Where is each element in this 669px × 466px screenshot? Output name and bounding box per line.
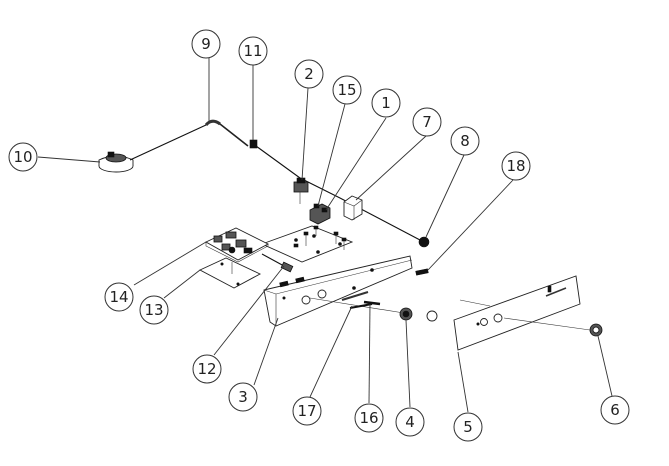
leader-lines [37,58,613,413]
balloon-label: 15 [337,81,356,99]
balloon-3: 3 [228,382,258,412]
part-18-screw [415,268,429,276]
screws [293,225,347,250]
part-11-connector [249,139,258,149]
balloon-11: 11 [238,36,268,66]
part-15-relay [309,203,331,225]
part-2-sensor [293,177,309,204]
balloon-6: 6 [600,395,630,425]
balloon-label: 5 [463,418,473,436]
balloon-13: 13 [139,295,169,325]
balloon-10: 10 [8,142,38,172]
balloon-label: 4 [405,413,415,431]
part-17-shaft [309,297,411,315]
balloon-15: 15 [332,75,362,105]
balloon-label: 13 [144,301,163,319]
balloon-7: 7 [412,107,442,137]
balloon-5: 5 [453,412,483,442]
balloon-label: 16 [359,409,378,427]
balloon-12: 12 [192,354,222,384]
balloon-label: 3 [238,388,248,406]
part-8-grommet [418,236,430,248]
balloon-1: 1 [371,88,401,118]
balloon-label: 8 [460,132,470,150]
wire-harness [255,145,421,241]
part-9-hose [129,119,249,161]
balloon-label: 10 [13,148,32,166]
balloon-17: 17 [292,396,322,426]
balloon-8: 8 [450,126,480,156]
balloon-4: 4 [395,407,425,437]
balloon-14: 14 [104,282,134,312]
balloon-label: 2 [304,65,314,83]
balloon-9: 9 [191,29,221,59]
part-mounting-plate [260,225,354,263]
part-13-insulator [198,257,261,289]
balloon-label: 14 [109,288,128,306]
part-4-knob [399,307,438,322]
part-12-cable [261,253,294,273]
balloon-label: 17 [297,402,316,420]
balloon-label: 1 [381,94,391,112]
part-16-rod [363,300,381,306]
balloon-label: 6 [610,401,620,419]
balloon-label: 7 [422,113,432,131]
balloon-label: 18 [506,157,525,175]
part-14-control-board [205,227,269,263]
part-3-control-panel [263,255,413,327]
part-5-facia [453,275,581,351]
balloon-16: 16 [354,403,384,433]
part-10-switch [98,151,134,173]
balloon-2: 2 [294,59,324,89]
part-6-knob [503,317,603,337]
balloon-label: 11 [243,42,262,60]
part-7-bracket [343,195,363,221]
balloon-label: 9 [201,35,211,53]
balloon-18: 18 [501,151,531,181]
balloon-label: 12 [197,360,216,378]
